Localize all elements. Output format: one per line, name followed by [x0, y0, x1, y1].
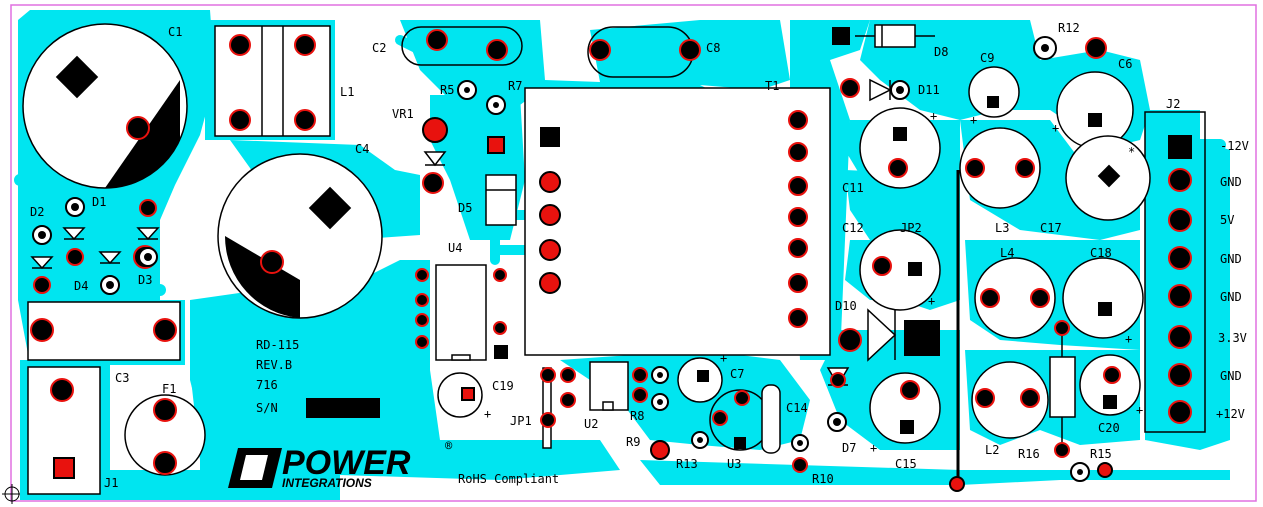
plus-mark: +	[484, 407, 491, 421]
board-info: RD-115 REV.B 716 S/N RoHS Compliant	[256, 338, 559, 486]
component-labels: C1 L1 C2 C8 D8 R12 C9 C6 R5 R7 VR1 T1 D1…	[30, 21, 1180, 490]
label-u4: U4	[448, 241, 462, 255]
logo-power: POWER	[282, 444, 411, 482]
plus-mark: +	[928, 294, 935, 308]
label-jp1: JP1	[510, 414, 532, 428]
label-u2: U2	[584, 417, 598, 431]
j2-pin-label: 3.3V	[1218, 331, 1247, 345]
label-r16: R16	[1018, 447, 1040, 461]
label-c17: C17	[1040, 221, 1062, 235]
label-d7: D7	[842, 441, 856, 455]
label-l2: L2	[985, 443, 999, 457]
c4-polarity-band	[224, 236, 300, 318]
label-r15: R15	[1090, 447, 1112, 461]
label-d2: D2	[30, 205, 44, 219]
label-c18: C18	[1090, 246, 1112, 260]
pads	[30, 27, 1192, 492]
label-d4: D4	[74, 279, 88, 293]
power-integrations-logo: POWER INTEGRATIONS ®	[228, 439, 453, 490]
j2-pin-label: GND	[1220, 175, 1242, 189]
star-mark: *	[1128, 145, 1135, 159]
label-d3: D3	[138, 273, 152, 287]
label-c1: C1	[168, 25, 182, 39]
label-l3: L3	[995, 221, 1009, 235]
origin-marker	[2, 484, 22, 504]
label-r5: R5	[440, 83, 454, 97]
label-c20: C20	[1098, 421, 1120, 435]
label-jp2: JP2	[900, 221, 922, 235]
label-c4: C4	[355, 142, 369, 156]
label-c9: C9	[980, 51, 994, 65]
d8-outline	[874, 24, 916, 48]
label-c7: C7	[730, 367, 744, 381]
logo-integrations: INTEGRATIONS	[282, 476, 372, 490]
label-d5: D5	[458, 201, 472, 215]
label-t1: T1	[765, 79, 779, 93]
j2-pin-labels: -12V GND 5V GND GND 3.3V GND +12V	[1216, 139, 1249, 421]
label-c6: C6	[1118, 57, 1132, 71]
j2-pin-label: +12V	[1216, 407, 1245, 421]
label-r10: R10	[812, 472, 834, 486]
label-j2: J2	[1166, 97, 1180, 111]
serial-label: S/N	[256, 401, 278, 415]
label-c11: C11	[842, 181, 864, 195]
plus-mark: +	[720, 351, 727, 365]
label-vr1: VR1	[392, 107, 414, 121]
label-d10: D10	[835, 299, 857, 313]
serial-number-box	[306, 398, 380, 418]
plus-mark: +	[870, 441, 877, 455]
label-r9: R9	[626, 435, 640, 449]
j2-pin-label: GND	[1220, 252, 1242, 266]
rohs-label: RoHS Compliant	[458, 472, 559, 486]
label-c2: C2	[372, 41, 386, 55]
j2-pin-label: GND	[1220, 290, 1242, 304]
board-outline	[10, 4, 1257, 502]
label-d8: D8	[934, 45, 948, 59]
board-revision: REV.B	[256, 358, 292, 372]
label-c3: C3	[115, 371, 129, 385]
label-c12: C12	[842, 221, 864, 235]
label-c19: C19	[492, 379, 514, 393]
j2-pin-label: GND	[1220, 369, 1242, 383]
board-title: RD-115	[256, 338, 299, 352]
u4-outline	[435, 264, 487, 361]
j2-outline	[1144, 111, 1206, 433]
label-j1: J1	[104, 476, 118, 490]
label-c14: C14	[786, 401, 808, 415]
j2-pin-label: -12V	[1220, 139, 1249, 153]
label-r8: R8	[630, 409, 644, 423]
label-r12: R12	[1058, 21, 1080, 35]
label-d11: D11	[918, 83, 940, 97]
label-r13: R13	[676, 457, 698, 471]
plus-mark: +	[1052, 121, 1059, 135]
label-c15: C15	[895, 457, 917, 471]
label-c8: C8	[706, 41, 720, 55]
plus-mark: +	[1125, 332, 1132, 346]
board-date-code: 716	[256, 378, 278, 392]
plus-mark: +	[970, 113, 977, 127]
label-u3: U3	[727, 457, 741, 471]
logo-registered-mark: ®	[445, 439, 453, 453]
label-l4: L4	[1000, 246, 1014, 260]
t1-outline	[524, 87, 831, 356]
label-l1: L1	[340, 85, 354, 99]
label-f1: F1	[162, 382, 176, 396]
plus-mark: +	[930, 109, 937, 123]
plus-mark: +	[1136, 403, 1143, 417]
label-r7: R7	[508, 79, 522, 93]
label-d1: D1	[92, 195, 106, 209]
j2-pin-label: 5V	[1220, 213, 1234, 227]
c2-outline	[401, 26, 523, 66]
